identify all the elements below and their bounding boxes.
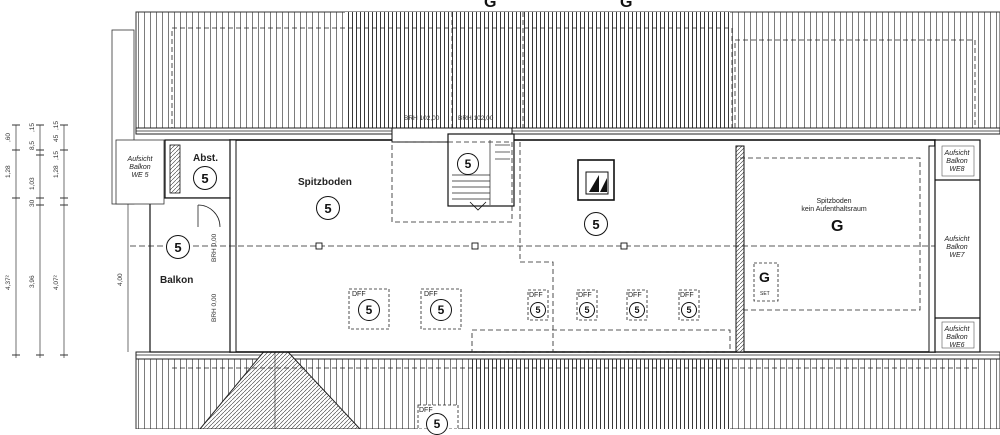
upper-roof bbox=[135, 0, 1000, 135]
dim-col2-c: 8,5 bbox=[29, 140, 36, 150]
marker-5-balkon: 5 bbox=[166, 235, 190, 259]
dff-label-5: DFF bbox=[628, 292, 642, 299]
marker-5-spitzboden: 5 bbox=[316, 196, 340, 220]
aufsicht-we6-line1: Aufsicht bbox=[944, 326, 970, 333]
roof-marker-g-right: G bbox=[620, 0, 633, 11]
aufsicht-balkon-we7: Aufsicht Balkon WE7 bbox=[937, 236, 977, 260]
room-label-spitzboden-2: Spitzboden kein Aufenthaltsraum bbox=[800, 198, 868, 214]
dff-label-2: DFF bbox=[424, 291, 438, 298]
brh-wall-annotation-top: BRH 0,00 bbox=[211, 233, 218, 262]
room-label-spitzboden: Spitzboden bbox=[298, 177, 352, 188]
dim-col1-c: 4,37² bbox=[5, 275, 12, 290]
marker-5-chimney-area: 5 bbox=[584, 212, 608, 236]
aufsicht-we8-line2: Balkon bbox=[946, 158, 968, 166]
marker-5-dff-3: 5 bbox=[530, 302, 546, 318]
aufsicht-we8-line1: Aufsicht bbox=[944, 150, 970, 157]
dim-col2-b: ,15 bbox=[29, 122, 36, 132]
brh-annotation-right: BRH 102,00 bbox=[458, 115, 494, 122]
marker-5-dff-2: 5 bbox=[430, 299, 452, 321]
marker-5-dff-1: 5 bbox=[358, 299, 380, 321]
dim-col3-a: 1,28 bbox=[53, 165, 60, 178]
dff-label-3: DFF bbox=[529, 292, 543, 299]
dim-col2-d: 3,96 bbox=[29, 275, 36, 288]
marker-5-abstellraum: 5 bbox=[193, 166, 217, 190]
aufsicht-we5-line2: Balkon bbox=[129, 164, 151, 172]
aufsicht-we7-line1: Aufsicht bbox=[944, 236, 970, 243]
aufsicht-we6-line3: WE6 bbox=[949, 342, 965, 350]
dff-label-4: DFF bbox=[578, 292, 592, 299]
aufsicht-balkon-we8: Aufsicht Balkon WE8 bbox=[937, 150, 977, 174]
dim-wall-height: 4,00 bbox=[117, 273, 124, 286]
aufsicht-we8-line3: WE8 bbox=[949, 166, 965, 174]
marker-5-lower-roof: 5 bbox=[426, 413, 448, 435]
set-label: SET bbox=[760, 291, 770, 297]
dim-col2-e: 30 bbox=[29, 199, 36, 207]
dff-label-7: DFF bbox=[419, 407, 433, 414]
dim-col1-a: 1,28 bbox=[5, 165, 12, 178]
roof-marker-g-left: G bbox=[484, 0, 497, 11]
dimension-lines bbox=[12, 124, 129, 358]
marker-g-spitzboden: G bbox=[831, 218, 844, 235]
dim-col1-b: ,60 bbox=[5, 132, 12, 142]
brh-annotation-left: BRH 102,00 bbox=[404, 115, 440, 122]
marker-5-dff-5: 5 bbox=[629, 302, 645, 318]
dim-col3-e: 4,07² bbox=[53, 275, 60, 290]
dim-col3-b: ,15 bbox=[53, 120, 60, 130]
room-label-balkon: Balkon bbox=[160, 275, 194, 286]
lower-roof bbox=[135, 337, 1000, 429]
marker-5-dff-4: 5 bbox=[579, 302, 595, 318]
aufsicht-balkon-we5: Aufsicht Balkon WE 5 bbox=[118, 156, 162, 180]
room-label-abstellraum: Abst. bbox=[193, 153, 218, 164]
marker-5-stair: 5 bbox=[457, 153, 479, 175]
room-label-spitzboden-2-line1: Spitzboden bbox=[816, 198, 852, 205]
dff-label-6: DFF bbox=[680, 292, 694, 299]
dim-col2-a: 1,03 bbox=[29, 177, 36, 190]
aufsicht-we5-line1: Aufsicht bbox=[127, 156, 153, 163]
aufsicht-we7-line2: Balkon bbox=[946, 244, 968, 252]
dim-col3-c: 45 bbox=[53, 134, 60, 142]
aufsicht-we5-line3: WE 5 bbox=[131, 172, 149, 180]
dim-col3-d: ,15 bbox=[53, 150, 60, 160]
brh-wall-annotation-bottom: BRH 0,00 bbox=[211, 293, 218, 322]
aufsicht-we6-line2: Balkon bbox=[946, 334, 968, 342]
dff-label-1: DFF bbox=[352, 291, 366, 298]
aufsicht-balkon-we6: Aufsicht Balkon WE6 bbox=[937, 326, 977, 350]
room-label-spitzboden-2-line2: kein Aufenthaltsraum bbox=[801, 206, 867, 214]
marker-g-set: G bbox=[759, 269, 770, 285]
aufsicht-we7-line3: WE7 bbox=[949, 252, 965, 260]
marker-5-dff-6: 5 bbox=[681, 302, 697, 318]
